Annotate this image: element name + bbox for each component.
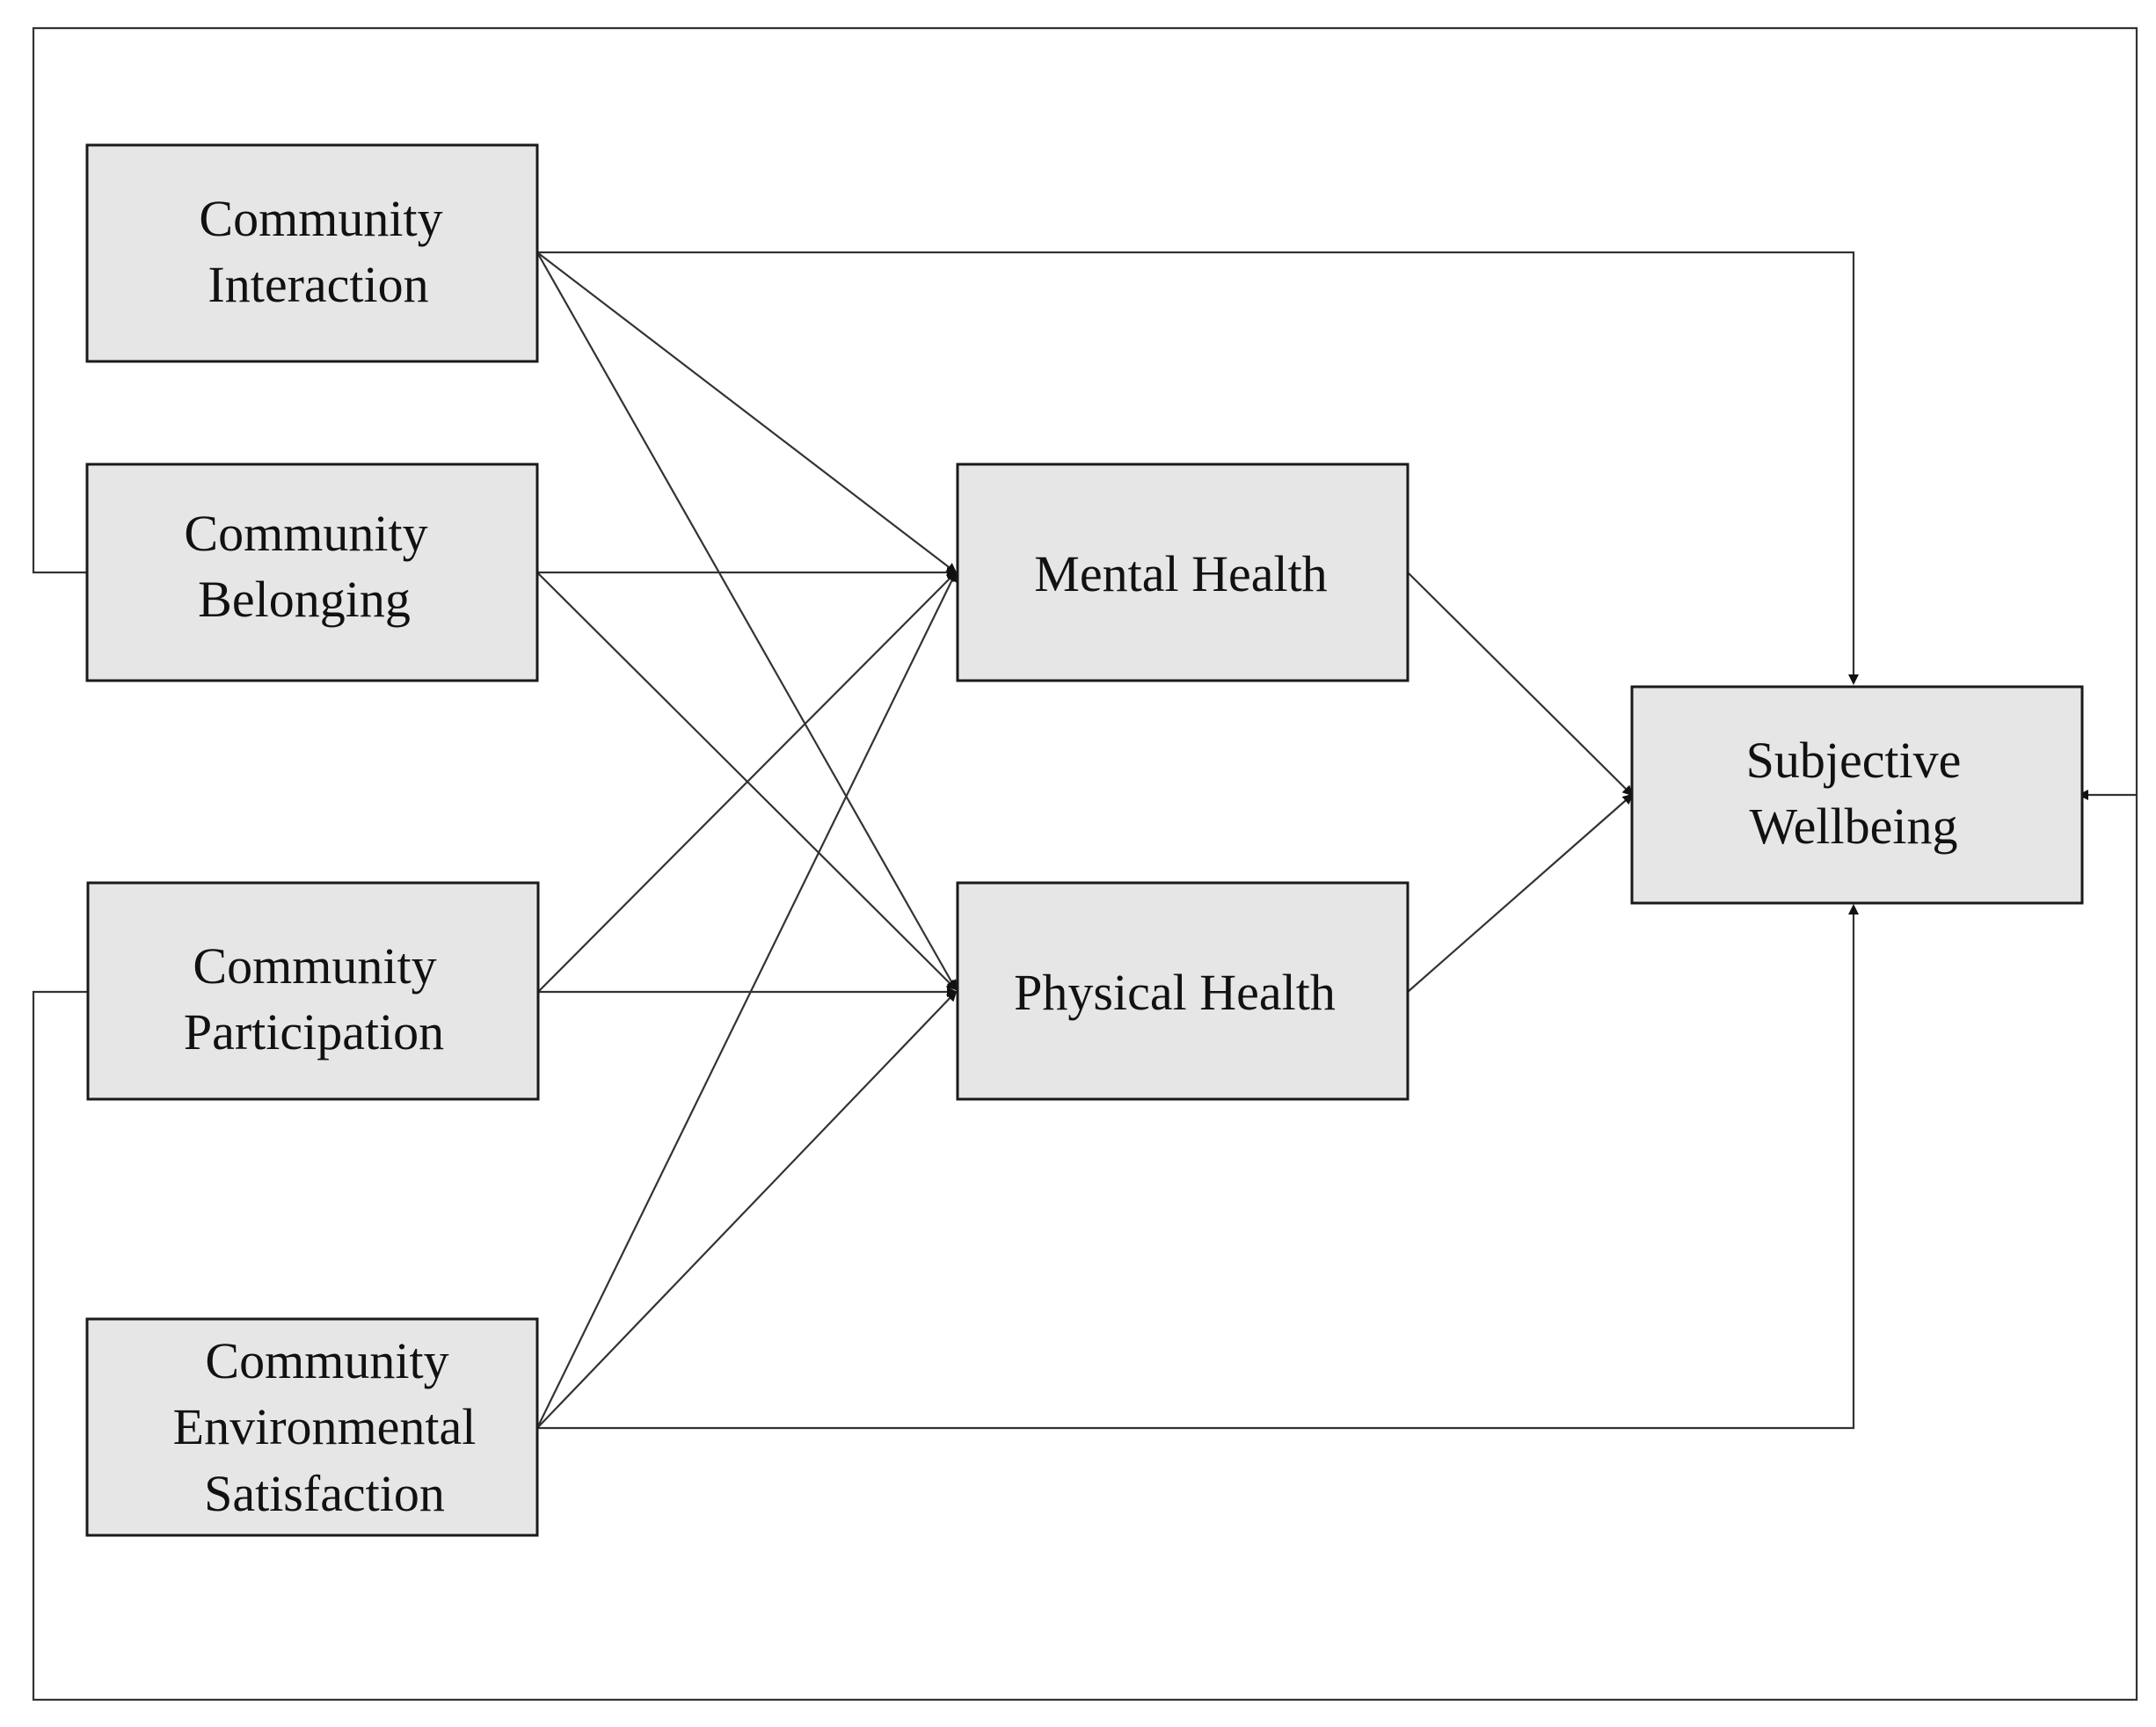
node-community-environmental-satisfaction: Community Environmental Satisfaction xyxy=(85,1317,539,1537)
edge-belonging-to-physical-health xyxy=(536,572,958,991)
nodes-layer: Community Interaction Community Belongin… xyxy=(85,143,2084,1537)
edge-participation-to-subjective-wellbeing xyxy=(32,795,2138,1701)
node-label-line: Interaction xyxy=(208,256,428,313)
edge-environmental-to-subjective-wellbeing xyxy=(537,904,1859,1430)
node-label-line: Physical Health xyxy=(1014,964,1336,1021)
edge-participation-to-mental-health xyxy=(537,571,958,993)
node-label-line: Satisfaction xyxy=(204,1465,445,1522)
node-mental-health: Mental Health xyxy=(956,463,1409,682)
node-community-participation: Community Participation xyxy=(86,881,540,1101)
edge-interaction-to-mental-health xyxy=(536,251,958,574)
node-label-line: Community xyxy=(205,1332,448,1389)
edge-belonging-to-subjective-wellbeing xyxy=(32,26,2138,800)
edge-interaction-to-subjective-wellbeing xyxy=(537,251,1859,685)
node-community-belonging: Community Belonging xyxy=(85,463,539,682)
edges-layer xyxy=(32,26,2138,1701)
node-label-line: Wellbeing xyxy=(1750,798,1958,855)
edge-environmental-to-physical-health xyxy=(536,990,958,1429)
node-label-line: Mental Health xyxy=(1034,545,1327,602)
node-label-line: Participation xyxy=(184,1003,444,1060)
node-label-line: Environmental xyxy=(173,1398,477,1455)
edge-mental-health-to-subjective-wellbeing xyxy=(1407,572,1634,797)
node-community-interaction: Community Interaction xyxy=(85,143,539,363)
edge-environmental-to-mental-health xyxy=(536,571,957,1429)
node-label-line: Community xyxy=(193,937,436,995)
edge-physical-health-to-subjective-wellbeing xyxy=(1407,793,1634,993)
node-physical-health: Physical Health xyxy=(956,881,1409,1101)
node-label-line: Subjective xyxy=(1746,732,1962,789)
node-label-line: Belonging xyxy=(198,571,411,628)
node-label-line: Community xyxy=(184,505,427,562)
node-label-line: Community xyxy=(199,190,442,247)
node-subjective-wellbeing: Subjective Wellbeing xyxy=(1630,685,2084,905)
edge-interaction-to-physical-health xyxy=(536,251,957,991)
